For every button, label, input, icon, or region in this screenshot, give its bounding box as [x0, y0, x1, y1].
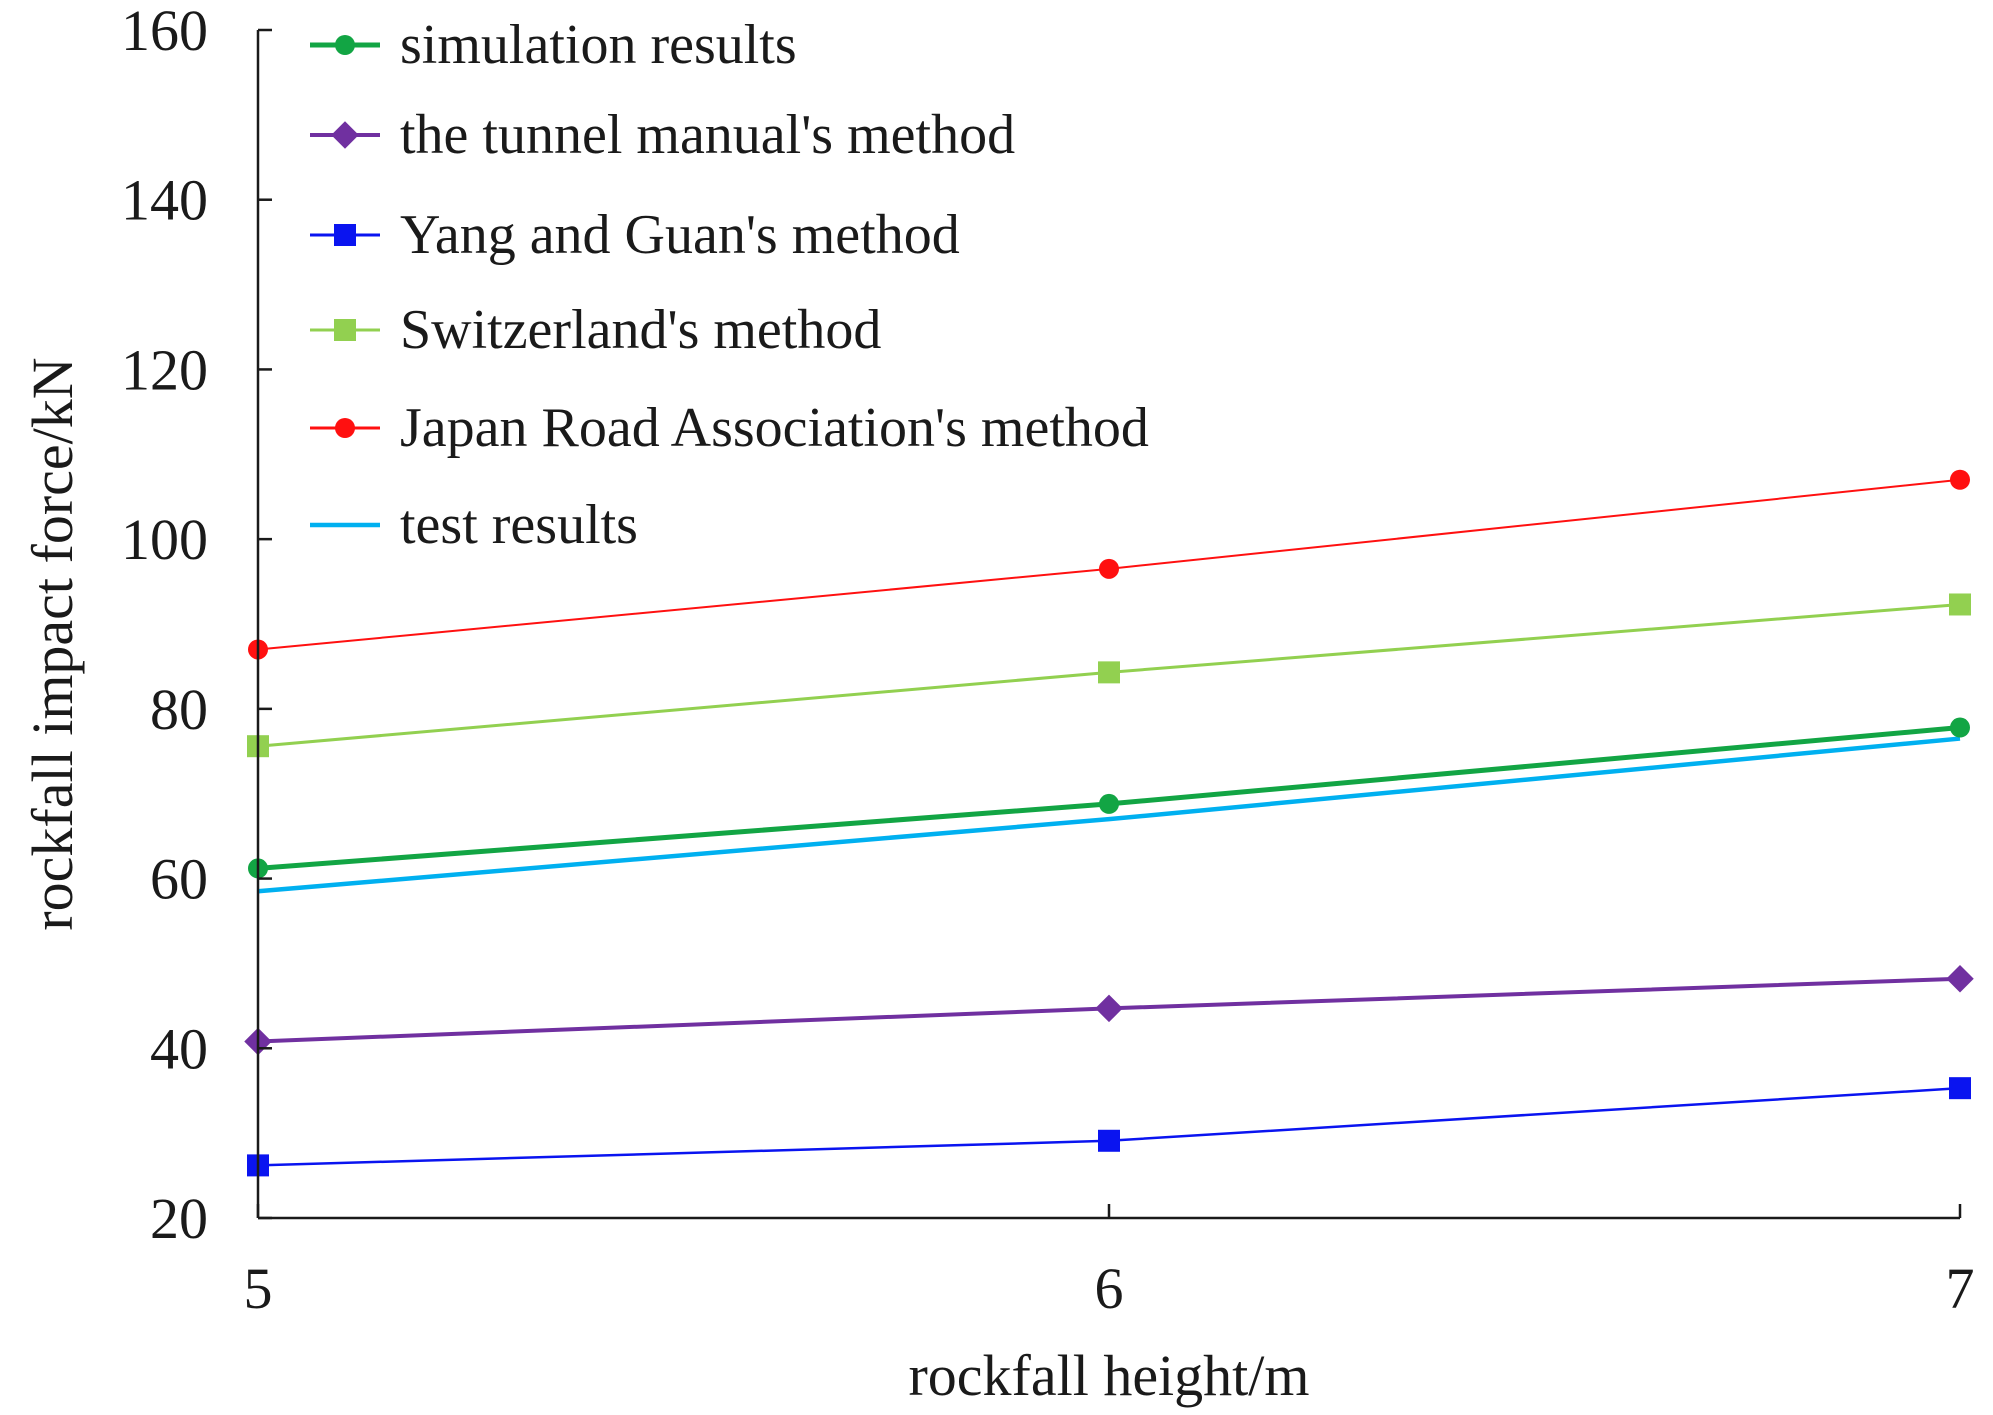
x-tick-label: 5: [244, 1256, 273, 1321]
data-point: [1095, 994, 1123, 1023]
data-point: [1099, 793, 1119, 814]
y-tick-label: 60: [150, 847, 208, 912]
y-tick-label: 120: [121, 337, 208, 402]
data-point: [1949, 593, 1971, 616]
legend-label: test results: [400, 494, 638, 556]
legend-label: Switzerland's method: [400, 299, 881, 361]
tick-labels: 20 40 60 80 100 120 140 160 5 6 7: [121, 0, 1975, 1321]
series-lines: [257, 478, 1961, 1167]
series-line: [257, 1086, 1961, 1167]
data-point: [1098, 1129, 1120, 1152]
y-tick-label: 20: [150, 1186, 208, 1251]
x-tick-label: 7: [1946, 1256, 1975, 1321]
data-point: [1949, 1077, 1971, 1100]
series-line: [257, 736, 1961, 894]
series-markers: [244, 469, 1974, 1177]
legend-label: simulation results: [400, 14, 797, 76]
data-point: [1950, 717, 1970, 738]
x-tick-label: 6: [1095, 1256, 1124, 1321]
data-point: [1950, 469, 1970, 490]
y-tick-label: 160: [121, 0, 208, 63]
axes: [256, 28, 1962, 1220]
y-axis-label: rockfall impact force/kN: [20, 357, 85, 930]
legend-label: Yang and Guan's method: [400, 204, 960, 266]
legend-marker: [335, 35, 355, 55]
legend-label: Japan Road Association's method: [400, 397, 1149, 459]
y-tick-label: 80: [150, 677, 208, 742]
legend-marker: [337, 523, 353, 527]
x-axis-label: rockfall height/m: [908, 1343, 1309, 1408]
legend: simulation results the tunnel manual's me…: [310, 14, 1149, 556]
data-point: [1098, 661, 1120, 684]
data-point: [1099, 558, 1119, 579]
legend-marker: [335, 418, 355, 438]
legend-label: the tunnel manual's method: [400, 104, 1015, 166]
y-tick-label: 140: [121, 168, 208, 233]
legend-marker: [334, 319, 356, 341]
legend-marker: [334, 224, 356, 246]
legend-marker: [331, 121, 359, 149]
y-tick-label: 100: [121, 507, 208, 572]
y-tick-label: 40: [150, 1016, 208, 1081]
data-point: [1946, 964, 1974, 993]
